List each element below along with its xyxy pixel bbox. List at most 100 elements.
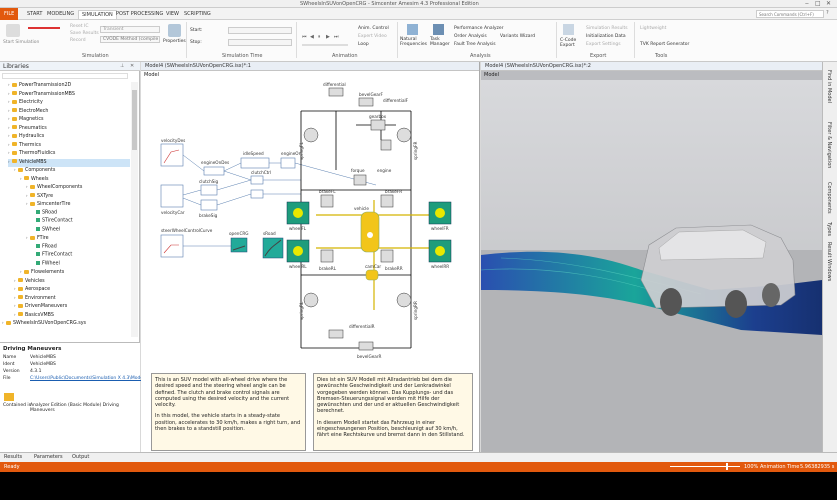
- natural-freq-button[interactable]: Natural Frequencies: [400, 37, 427, 47]
- tree-item[interactable]: SRoad: [32, 209, 130, 219]
- diagram-model-label[interactable]: Model: [144, 72, 160, 78]
- tree-item[interactable]: FRoad: [32, 243, 130, 253]
- tvk-report-button[interactable]: TVK Report Generator: [640, 42, 690, 47]
- tab-post-processing[interactable]: POST PROCESSING: [116, 11, 164, 17]
- fast-forward-icon[interactable]: ⏭: [334, 34, 339, 40]
- tree-item[interactable]: ›Hydraulics: [8, 133, 130, 142]
- brake-act-block[interactable]: [250, 189, 264, 199]
- model-diagram[interactable]: velocityDes engineOnDes idleSpeed engine…: [141, 80, 480, 370]
- task-manager-button[interactable]: Task Manager: [430, 37, 450, 47]
- tab-view[interactable]: VIEW: [166, 11, 179, 17]
- tab-simulation[interactable]: SIMULATION: [78, 10, 117, 19]
- order-analysis-button[interactable]: Order Analysis: [454, 34, 487, 39]
- tree-item[interactable]: ›DrivenManeuvers: [14, 303, 130, 312]
- view-model-label[interactable]: Model: [484, 72, 500, 78]
- tree-item[interactable]: ›BasicsVMBS: [14, 312, 130, 321]
- fault-tree-button[interactable]: Fault Tree Analysis: [454, 42, 496, 47]
- differential-block[interactable]: [328, 87, 344, 97]
- command-search[interactable]: [756, 10, 824, 18]
- tree-item[interactable]: ›Flowelements: [20, 269, 130, 278]
- chevron-right-icon[interactable]: ›: [8, 141, 10, 147]
- view-tab-title[interactable]: Model4 (SWheelsInSUVonOpenCRG.isx)*:2: [485, 63, 591, 69]
- open-crg-block[interactable]: [230, 237, 248, 253]
- spring-rr-block[interactable]: [396, 292, 412, 308]
- tree-item[interactable]: ›Components: [14, 167, 130, 176]
- brake-sig-block[interactable]: [200, 199, 218, 211]
- chevron-right-icon[interactable]: ›: [20, 269, 22, 274]
- tree-item[interactable]: ›Thermics: [8, 142, 130, 151]
- perf-analyzer-button[interactable]: Performance Analyzer: [454, 26, 504, 31]
- chevron-right-icon[interactable]: ›: [8, 158, 10, 164]
- idle-speed-block[interactable]: [240, 157, 270, 169]
- brake-fr-block[interactable]: [380, 194, 394, 208]
- chevron-right-icon[interactable]: ›: [20, 175, 22, 181]
- animation-slider[interactable]: [302, 44, 348, 46]
- tree-item[interactable]: SWheel: [32, 226, 130, 236]
- close-icon[interactable]: ✕: [130, 63, 135, 69]
- spring-fr-block[interactable]: [396, 127, 412, 143]
- record-button[interactable]: Record: [70, 38, 86, 43]
- play-icon[interactable]: [6, 24, 20, 37]
- chevron-right-icon[interactable]: ›: [26, 201, 28, 206]
- chevron-right-icon[interactable]: ›: [14, 167, 16, 172]
- side-tab-components[interactable]: Components: [826, 182, 832, 214]
- tree-item[interactable]: ›Vehicles: [14, 278, 130, 287]
- natural-freq-icon[interactable]: [407, 24, 418, 35]
- file-menu[interactable]: FILE: [0, 8, 19, 20]
- spring-fl-block[interactable]: [303, 127, 319, 143]
- chevron-right-icon[interactable]: ›: [26, 192, 28, 198]
- side-tab-types[interactable]: Types: [826, 222, 832, 237]
- chevron-right-icon[interactable]: ›: [14, 311, 16, 317]
- tree-item[interactable]: ›PowerTransmissionMBS: [8, 91, 130, 100]
- save-results-button[interactable]: Save Results: [70, 31, 99, 36]
- gearbox-block[interactable]: [370, 119, 386, 131]
- chevron-right-icon[interactable]: ›: [8, 107, 10, 113]
- start-simulation-button[interactable]: Start Simulation: [3, 40, 40, 45]
- bevel-gear-f-block[interactable]: [358, 97, 374, 107]
- tree-item[interactable]: ›VehicleMBS: [8, 158, 130, 167]
- clutch-sig-block[interactable]: [200, 184, 218, 196]
- pause-icon[interactable]: ⏸: [318, 34, 321, 40]
- side-tab-find[interactable]: Find in Model: [826, 70, 832, 103]
- chevron-right-icon[interactable]: ›: [8, 150, 10, 155]
- rewind-icon[interactable]: ⏮: [302, 34, 307, 40]
- tree-item[interactable]: ›Wheels: [20, 176, 130, 185]
- maximize-button[interactable]: □: [815, 0, 821, 7]
- tree-item[interactable]: ›Magnetics: [8, 116, 130, 125]
- anim-control-button[interactable]: Anim. Control: [358, 26, 389, 31]
- chevron-right-icon[interactable]: ›: [8, 133, 10, 138]
- property-value[interactable]: C:\Users\Public\Documents\Simulation X 4…: [30, 376, 145, 381]
- solver-select[interactable]: Transient: [100, 26, 160, 33]
- pin-icon[interactable]: ⊥: [120, 63, 125, 69]
- loop-button[interactable]: Loop: [358, 42, 369, 47]
- reset-ic-button[interactable]: Reset IC: [70, 24, 89, 29]
- tree-item[interactable]: ›Aerospace: [14, 286, 130, 295]
- clutch-ctrl-block[interactable]: [250, 175, 264, 185]
- engine-on-block[interactable]: [280, 157, 296, 169]
- brake-rr-block[interactable]: [380, 249, 394, 263]
- side-tab-filter[interactable]: Filter & Navigation: [826, 122, 832, 169]
- steer-wheel-curve-block[interactable]: [160, 234, 184, 258]
- help-icon[interactable]: ?: [826, 10, 829, 16]
- side-tab-result-windows[interactable]: Result Windows: [826, 242, 832, 282]
- chevron-right-icon[interactable]: ›: [8, 116, 10, 121]
- bevel-gear-r-block[interactable]: [358, 341, 374, 351]
- tab-scripting[interactable]: SCRIPTING: [184, 11, 211, 17]
- method-select[interactable]: CVODE Method (compile: [100, 36, 160, 43]
- tree-item[interactable]: ›SXTyre: [26, 193, 130, 202]
- tab-parameters[interactable]: Parameters: [34, 454, 63, 460]
- step-back-icon[interactable]: ◀: [310, 34, 314, 40]
- chevron-right-icon[interactable]: ›: [8, 99, 10, 104]
- chevron-right-icon[interactable]: ›: [14, 277, 16, 283]
- properties-button[interactable]: Properties: [163, 39, 186, 44]
- brake-fl-block[interactable]: [320, 194, 334, 208]
- spring-rl-block[interactable]: [303, 292, 319, 308]
- tree-item[interactable]: ›SWheelsInSUVonOpenCRG.sys: [2, 320, 130, 329]
- library-search-input[interactable]: [2, 73, 128, 79]
- tree-item[interactable]: ›SimcenterTire: [26, 201, 130, 210]
- chevron-right-icon[interactable]: ›: [2, 320, 4, 325]
- chevron-right-icon[interactable]: ›: [26, 184, 28, 189]
- chevron-right-icon[interactable]: ›: [8, 82, 10, 87]
- velocity-car-block[interactable]: [160, 184, 184, 208]
- tree-item[interactable]: STireContact: [32, 218, 130, 227]
